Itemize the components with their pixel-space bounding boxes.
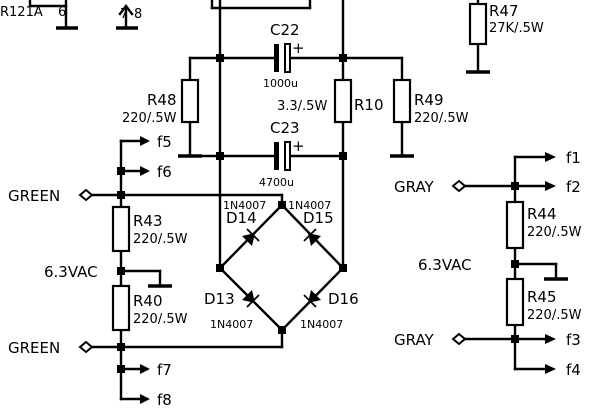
c23-plate-right — [284, 141, 291, 171]
c22-value: 1000u — [263, 77, 298, 90]
bridge-rectifier: 1N4007 1N4007 D14 D15 D13 D16 1N4007 1N4… — [204, 199, 359, 334]
c23-value: 4700u — [259, 176, 294, 189]
d14-name: D14 — [226, 209, 257, 227]
d15-name: D15 — [303, 209, 334, 227]
part-label-r121a: R121A — [0, 5, 43, 20]
r40-name: R40 — [133, 292, 163, 310]
left-heater-network: f5 f6 f7 f8 GREEN GREEN R43 220/.5W 6.3V… — [8, 133, 284, 409]
resistor-r47: R47 27K/.5W — [466, 0, 544, 74]
label-gray-bottom: GRAY — [394, 331, 435, 349]
d15-part: 1N4007 — [288, 199, 331, 212]
c23-polarity: + — [292, 137, 305, 155]
c22-name: C22 — [270, 21, 300, 39]
r47-value: 27K/.5W — [489, 21, 544, 36]
r47-name: R47 — [489, 2, 519, 20]
d16-name: D16 — [328, 290, 359, 308]
d14-part: 1N4007 — [223, 199, 266, 212]
top-left-fragment: R121A 6 7 8 — [0, 0, 312, 30]
label-f5: f5 — [157, 133, 172, 151]
label-green-top: GREEN — [8, 187, 60, 205]
label-green-bottom: GREEN — [8, 339, 60, 357]
filter-network: C22 + 1000u C23 + 4700u R48 220/.5W 3.3/… — [122, 0, 469, 270]
pin-label-8: 8 — [134, 7, 142, 22]
label-f1: f1 — [566, 149, 581, 167]
r49-value: 220/.5W — [414, 111, 469, 126]
r44-name: R44 — [527, 205, 557, 223]
label-f4: f4 — [566, 361, 581, 379]
d16-part: 1N4007 — [300, 318, 343, 331]
c22-plate-right — [284, 43, 291, 73]
r43-value: 220/.5W — [133, 232, 188, 247]
label-f6: f6 — [157, 163, 172, 181]
label-6-3vac-left: 6.3VAC — [44, 263, 98, 281]
pin-label-7: 7 — [120, 7, 128, 22]
label-f7: f7 — [157, 361, 172, 379]
label-6-3vac-right: 6.3VAC — [418, 256, 472, 274]
d16-symbol — [308, 290, 321, 303]
r49-name: R49 — [414, 91, 444, 109]
r45-name: R45 — [527, 288, 557, 306]
right-heater-network: f1 f2 f3 f4 GRAY GRAY R44 220/.5W 6.3VAC… — [394, 149, 582, 379]
label-f8: f8 — [157, 391, 172, 409]
r10-name: R10 — [354, 96, 384, 114]
label-gray-top: GRAY — [394, 178, 435, 196]
d14-symbol — [242, 233, 255, 246]
c22-polarity: + — [292, 39, 305, 57]
d15-symbol — [308, 233, 321, 246]
r44-value: 220/.5W — [527, 225, 582, 240]
r40-value: 220/.5W — [133, 312, 188, 327]
pin-label-6: 6 — [58, 5, 66, 20]
r45-value: 220/.5W — [527, 308, 582, 323]
label-f3: f3 — [566, 331, 581, 349]
d13-name: D13 — [204, 290, 235, 308]
label-f2: f2 — [566, 178, 581, 196]
c23-name: C23 — [270, 119, 300, 137]
r10-value: 3.3/.5W — [277, 99, 327, 114]
d13-symbol — [242, 290, 255, 303]
c23-plate-left — [274, 142, 279, 170]
r48-value: 220/.5W — [122, 111, 177, 126]
r48-name: R48 — [147, 91, 177, 109]
c22-plate-left — [274, 44, 279, 72]
r43-name: R43 — [133, 212, 163, 230]
d13-part: 1N4007 — [210, 318, 253, 331]
